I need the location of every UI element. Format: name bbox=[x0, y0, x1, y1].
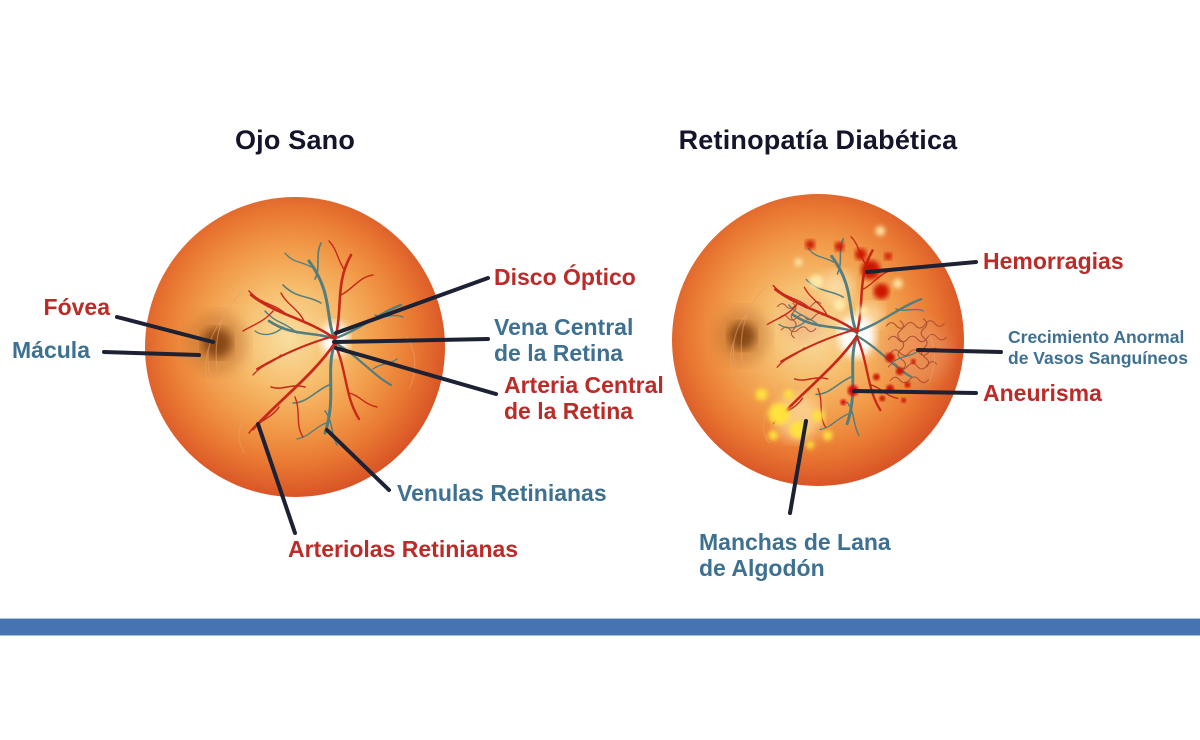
label-disco-optico: Disco Óptico bbox=[494, 264, 636, 290]
label-fovea: Fóvea bbox=[43, 294, 110, 320]
panel-title-diabetic: Retinopatía Diabética bbox=[678, 125, 958, 155]
fundus-background bbox=[145, 197, 445, 497]
label-arteria-central: Arteria Central de la Retina bbox=[504, 372, 664, 424]
label-hemorragias: Hemorragias bbox=[983, 248, 1124, 274]
label-arteriolas-retinianas: Arteriolas Retinianas bbox=[288, 536, 519, 562]
label-macula: Mácula bbox=[12, 337, 90, 363]
label-venulas-retinianas: Venulas Retinianas bbox=[397, 480, 607, 506]
diabetic-eye-illustration bbox=[672, 194, 964, 486]
healthy-eye-illustration bbox=[145, 197, 445, 497]
panel-title-healthy: Ojo Sano bbox=[234, 125, 356, 155]
bottom-divider-bar bbox=[0, 618, 1200, 636]
label-aneurisma: Aneurisma bbox=[983, 380, 1102, 406]
label-crecimiento-anormal: Crecimiento Anormal de Vasos Sanguíneos bbox=[1008, 327, 1188, 368]
label-vena-central: Vena Central de la Retina bbox=[494, 314, 634, 366]
label-manchas-lana: Manchas de Lana de Algodón bbox=[699, 529, 891, 581]
